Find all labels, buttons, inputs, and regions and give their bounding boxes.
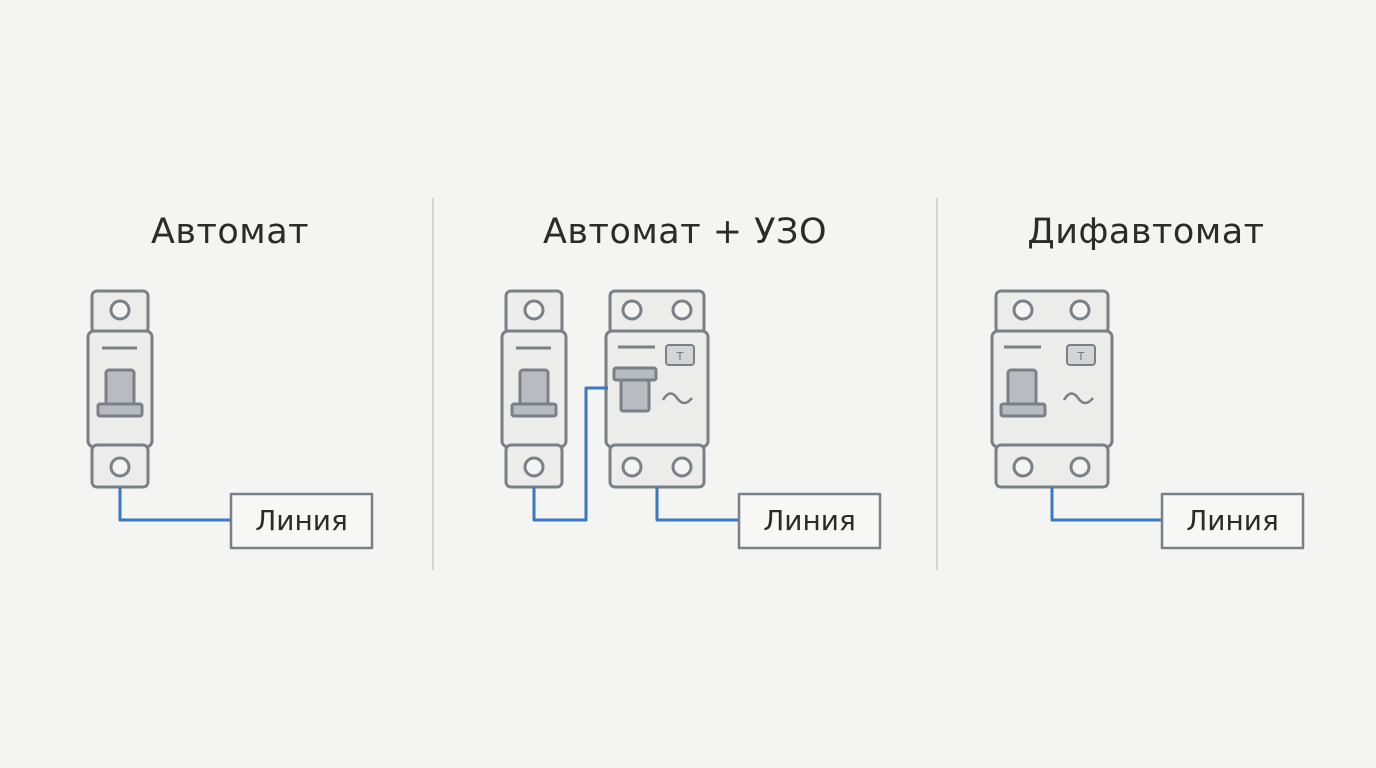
panel-title-difavtomat: Дифавтомат [1027,212,1265,252]
line-label-1: Линия [255,504,348,537]
line-box-3 [1160,492,1305,550]
wire-automat-to-rcd [532,386,608,522]
line-label-3: Линия [1186,504,1279,537]
panel-title-automat: Автомат [150,212,310,252]
test-button-label-2: T [1077,350,1085,363]
panel-title-automat-uzo: Автомат + УЗО [542,212,827,252]
rcbo-device-icon [990,289,1114,489]
circuit-breaker-icon [86,289,154,489]
test-button-label: T [676,350,684,363]
circuit-breaker-icon-2 [500,289,568,489]
ac-symbol-icon [661,392,693,405]
rcd-device-icon [604,289,710,489]
line-box-2 [737,492,882,550]
wire-automat-to-line [118,487,231,522]
ac-symbol-icon-2 [1062,392,1094,405]
line-label-2: Линия [763,504,856,537]
test-button-icon [665,344,695,366]
test-button-icon-2 [1066,344,1096,366]
line-box-1 [229,492,374,550]
wire-rcbo-to-line [1050,487,1162,522]
wire-rcd-to-line [655,487,739,522]
